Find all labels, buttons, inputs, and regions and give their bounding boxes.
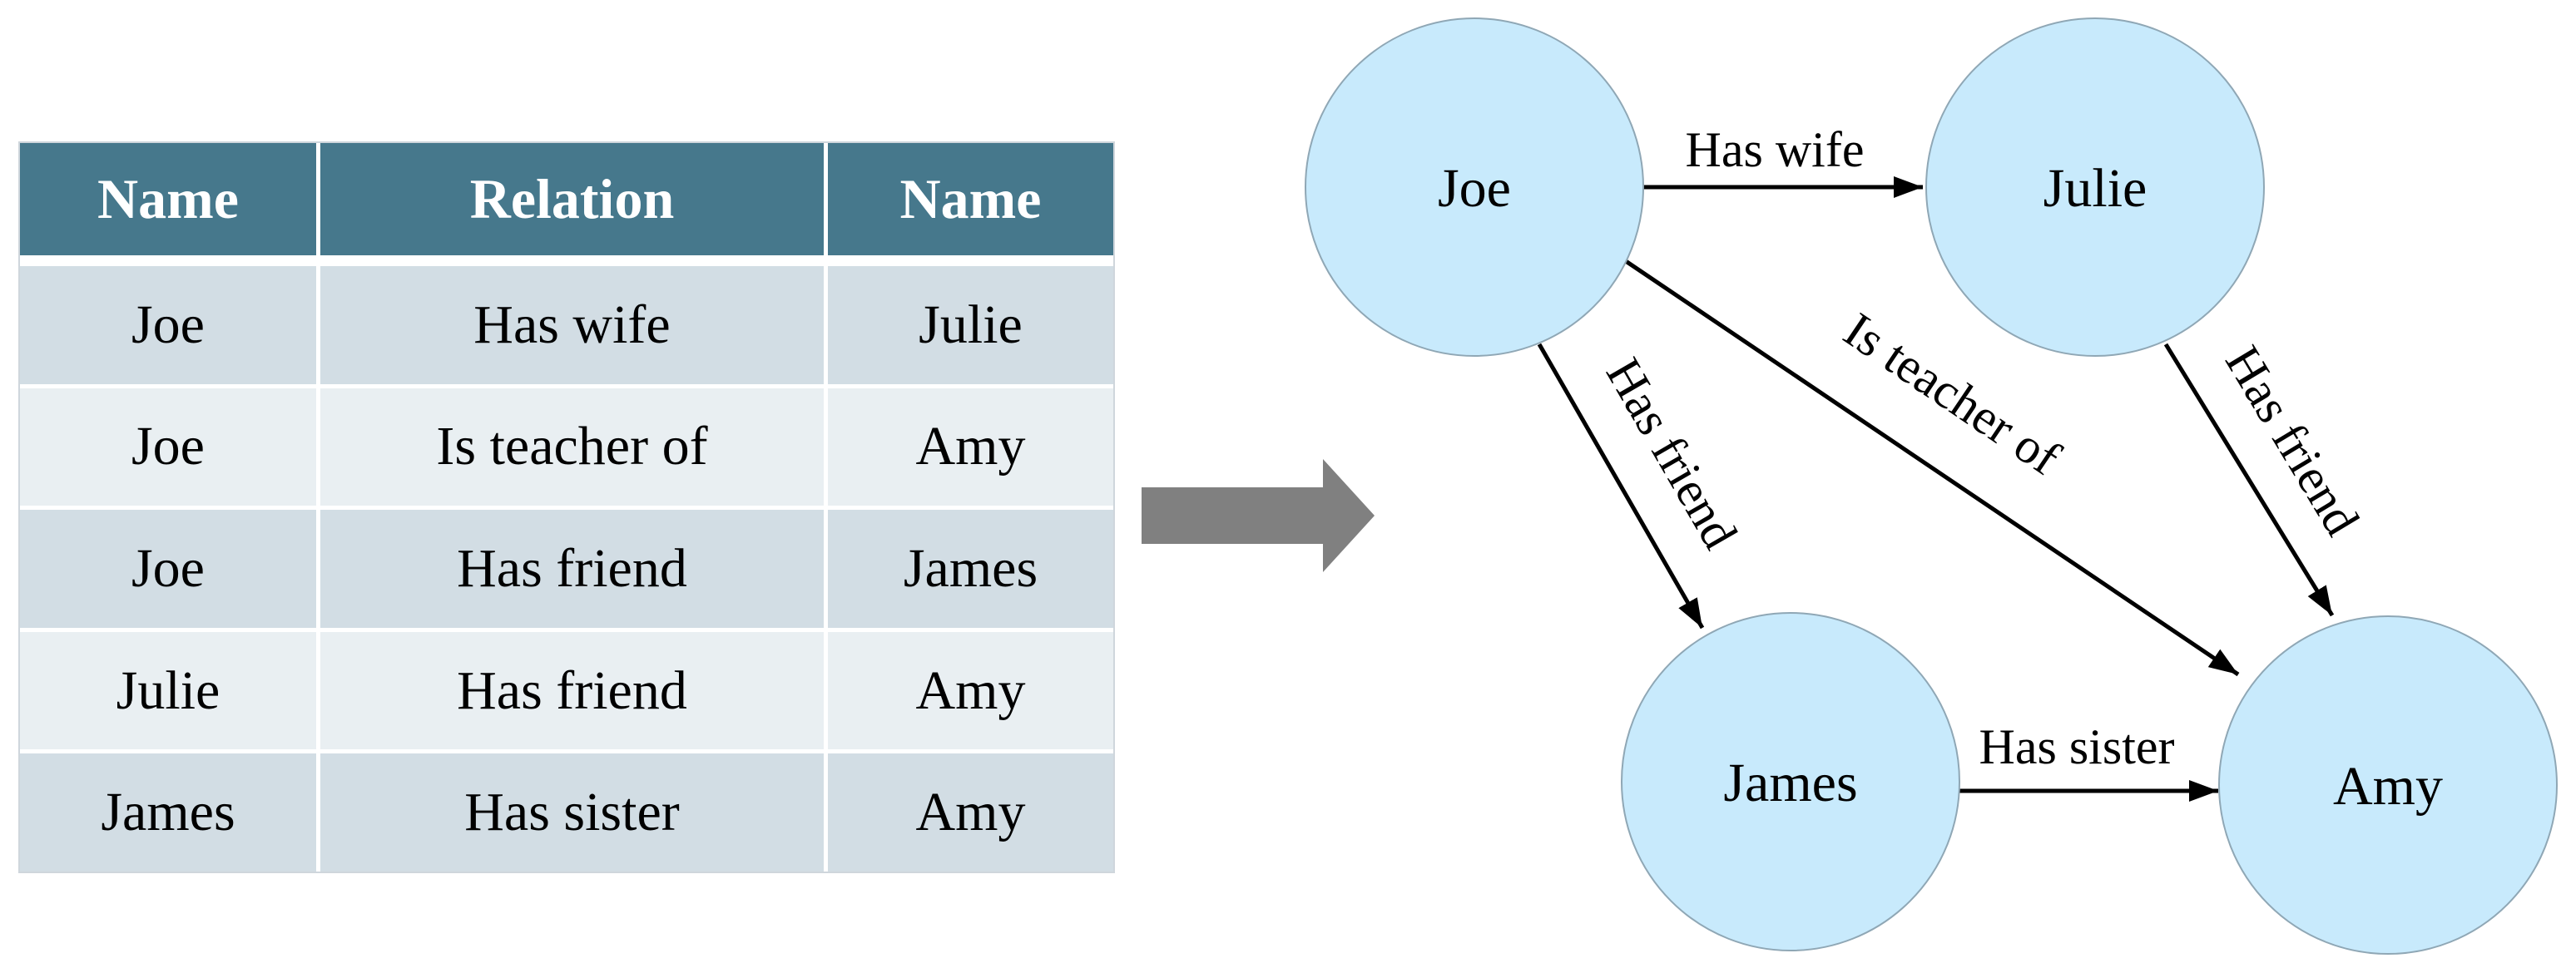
table-header-row: Name Relation Name: [20, 143, 1113, 266]
node-circle: [2218, 615, 2558, 955]
cell-relation: Has friend: [320, 510, 828, 632]
cell-name-from: James: [20, 753, 320, 872]
cell-relation: Has friend: [320, 631, 828, 754]
cell-name-to: James: [828, 510, 1113, 632]
edge-label: Has friend: [1596, 349, 1748, 558]
transform-arrow-icon: [1142, 459, 1375, 572]
edge-joe-julie: Has wife: [1643, 122, 1923, 198]
node-circle: [1925, 17, 2265, 357]
cell-relation: Has wife: [320, 266, 828, 388]
table-row: Joe Has wife Julie: [20, 266, 1113, 388]
header-name-from: Name: [20, 143, 320, 266]
cell-relation: Has sister: [320, 753, 828, 872]
cell-name-to: Julie: [828, 266, 1113, 388]
cell-relation: Is teacher of: [320, 388, 828, 511]
table-row: James Has sister Amy: [20, 753, 1113, 872]
edge-label: Has friend: [2215, 337, 2370, 545]
cell-name-to: Amy: [828, 753, 1113, 872]
node-james: James: [1621, 612, 1960, 951]
cell-name-from: Joe: [20, 388, 320, 511]
table-row: Julie Has friend Amy: [20, 631, 1113, 754]
edge-joe-james: Has friend: [1537, 343, 1748, 630]
node-circle: [1621, 612, 1960, 951]
header-name-to: Name: [828, 143, 1113, 266]
edge-line: [1622, 257, 2240, 677]
cell-name-from: Julie: [20, 631, 320, 754]
relation-table: Name Relation Name Joe Has wife Julie Jo…: [18, 141, 1115, 873]
node-label: Julie: [2043, 158, 2147, 219]
edge-james-amy: Has sister: [1954, 719, 2218, 802]
node-label: Joe: [1438, 158, 1511, 219]
node-label: James: [1723, 753, 1857, 813]
table-row: Joe Is teacher of Amy: [20, 388, 1113, 511]
cell-name-to: Amy: [828, 631, 1113, 754]
edge-label: Has wife: [1686, 122, 1865, 177]
edge-julie-amy: Has friend: [2163, 337, 2370, 617]
node-label: Amy: [2333, 756, 2443, 817]
cell-name-from: Joe: [20, 510, 320, 632]
edge-line: [2163, 343, 2335, 617]
cell-name-to: Amy: [828, 388, 1113, 511]
node-joe: Joe: [1305, 17, 1644, 357]
edge-label: Has sister: [1979, 719, 2175, 774]
edge-line: [1537, 343, 1705, 630]
header-relation: Relation: [320, 143, 828, 266]
cell-name-from: Joe: [20, 266, 320, 388]
node-circle: [1305, 17, 1644, 357]
node-julie: Julie: [1925, 17, 2265, 357]
node-amy: Amy: [2218, 615, 2558, 955]
table-row: Joe Has friend James: [20, 510, 1113, 632]
